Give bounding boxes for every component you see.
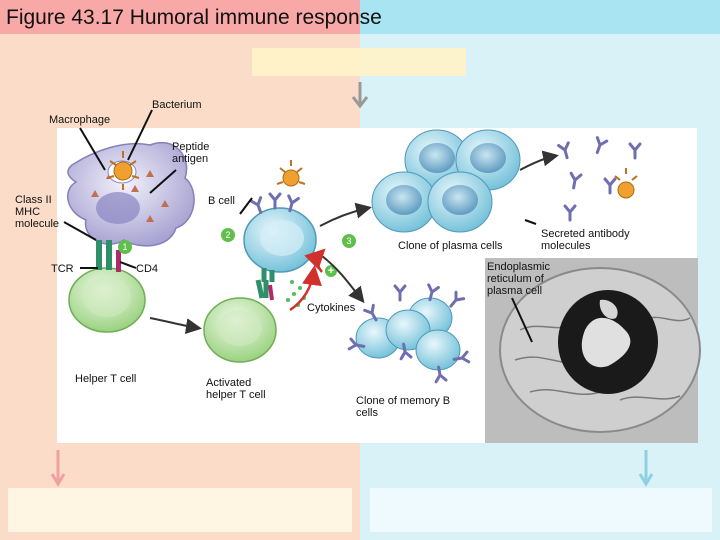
micrograph-image bbox=[499, 267, 701, 433]
placeholder-box-top bbox=[252, 48, 466, 76]
title-bar-right bbox=[360, 0, 720, 34]
bacterium-on-b-cell bbox=[276, 160, 306, 187]
down-arrow-left bbox=[50, 450, 66, 487]
down-arrow-top bbox=[351, 82, 369, 109]
label-cytokines: Cytokines bbox=[307, 302, 356, 314]
step-badge-3 bbox=[342, 234, 356, 248]
step-badge-2 bbox=[221, 228, 235, 242]
plasma-cell-clone bbox=[371, 129, 521, 233]
label-class-ii-mhc: Class II MHC molecule bbox=[15, 194, 60, 230]
activated-helper-t-cell bbox=[203, 279, 277, 363]
label-er-plasma-cell: Endoplasmic reticulum of plasma cell bbox=[487, 261, 550, 297]
label-activated-helper-t-cell: Activated helper T cell bbox=[206, 377, 266, 401]
process-arrows bbox=[149, 150, 559, 335]
label-macrophage: Macrophage bbox=[49, 114, 111, 126]
step-number-2: 2 bbox=[225, 230, 231, 240]
label-helper-t-cell: Helper T cell bbox=[75, 373, 137, 385]
label-bacterium: Bacterium bbox=[152, 99, 202, 111]
title-bar-left bbox=[0, 0, 360, 34]
step-badge-1 bbox=[118, 240, 132, 254]
slide-title: Figure 43.17 Humoral immune response bbox=[6, 6, 382, 29]
label-b-cell: B cell bbox=[208, 195, 235, 207]
down-arrow-right bbox=[638, 450, 654, 487]
label-clone-plasma-cells: Clone of plasma cells bbox=[398, 240, 503, 252]
cytokine-feedback-arrow bbox=[289, 265, 322, 312]
plus-sign: + bbox=[327, 265, 335, 277]
helper-t-cell bbox=[68, 240, 146, 333]
label-cd4: CD4 bbox=[136, 263, 159, 275]
cytokine-stimulation-arrow bbox=[304, 248, 326, 273]
label-clone-memory-b-cells: Clone of memory B cells bbox=[356, 395, 451, 419]
label-secreted-antibody: Secreted antibody molecules bbox=[541, 228, 630, 252]
label-tcr: TCR bbox=[51, 263, 74, 275]
placeholder-box-bottom-left bbox=[8, 488, 352, 532]
memory-b-cell-clone bbox=[347, 283, 471, 384]
label-peptide-antigen: Peptide antigen bbox=[172, 141, 210, 165]
placeholder-box-bottom-right bbox=[370, 488, 712, 532]
secreted-antibodies bbox=[557, 136, 642, 222]
bacterium-icon bbox=[106, 151, 140, 190]
leader-lines bbox=[63, 109, 537, 343]
step-number-3: 3 bbox=[346, 236, 352, 246]
b-cell bbox=[243, 192, 317, 282]
step-number-1: 1 bbox=[122, 242, 128, 252]
plus-badge bbox=[325, 265, 337, 277]
